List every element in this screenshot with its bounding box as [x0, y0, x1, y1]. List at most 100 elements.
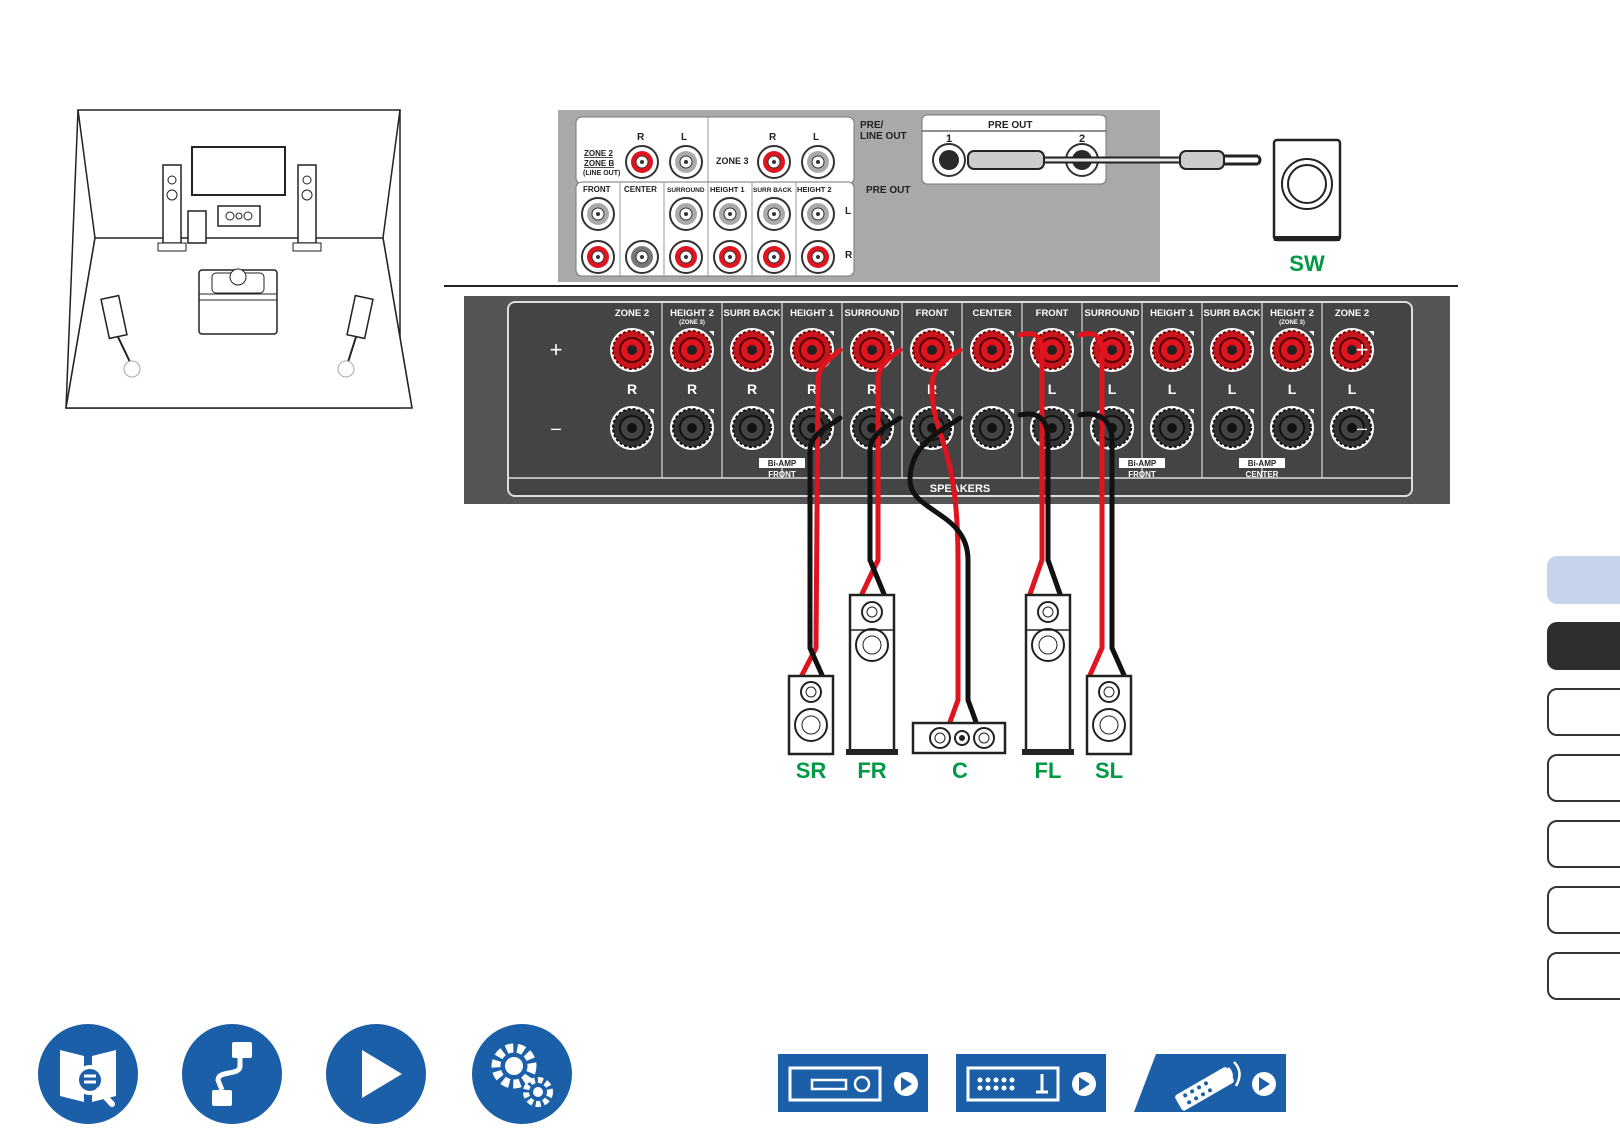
- label-sl: SL: [1095, 758, 1123, 783]
- svg-text:2: 2: [1079, 133, 1085, 145]
- settings-button[interactable]: [472, 1024, 572, 1124]
- svg-text:R: R: [867, 381, 877, 397]
- svg-text:Bi-AMP: Bi-AMP: [1248, 459, 1277, 468]
- rear-panel-button[interactable]: [956, 1054, 1106, 1112]
- side-tab-3[interactable]: [1547, 688, 1620, 736]
- svg-text:L: L: [1048, 381, 1057, 397]
- room-front-right-speaker: [292, 164, 322, 252]
- label-fl: FL: [1035, 758, 1062, 783]
- svg-text:L: L: [1168, 381, 1177, 397]
- svg-text:R: R: [747, 381, 757, 397]
- speaker-wires: [799, 331, 1127, 725]
- svg-text:L: L: [1348, 381, 1357, 397]
- manual-search-icon: [60, 1050, 116, 1107]
- room-sofa: [198, 268, 278, 335]
- terminal-column: SURROUND R: [845, 302, 903, 478]
- terminal-column-label: SURR BACK: [724, 308, 781, 319]
- svg-text:Bi-AMP: Bi-AMP: [768, 459, 797, 468]
- terminal-column-label: CENTER: [972, 308, 1011, 319]
- terminal-column-label: FRONT: [916, 308, 949, 319]
- center-speaker: [911, 721, 1007, 755]
- svg-text:PRE OUT: PRE OUT: [866, 185, 910, 196]
- label-sr: SR: [796, 758, 827, 783]
- settings-gears-icon: [491, 1043, 553, 1107]
- terminal-column: CENTER: [970, 302, 1023, 478]
- room-front-left-speaker: [157, 164, 187, 252]
- svg-text:L: L: [681, 132, 687, 143]
- terminal-column: HEIGHT 1 R: [790, 302, 843, 478]
- svg-text:(ZONE 3): (ZONE 3): [1279, 320, 1305, 326]
- svg-text:R: R: [769, 132, 777, 143]
- front-left-speaker: [1022, 593, 1074, 755]
- terminal-column-label: SURR BACK: [1204, 308, 1261, 319]
- cable-connection-icon: [212, 1042, 252, 1106]
- side-tab-6[interactable]: [1547, 886, 1620, 934]
- svg-text:ZONE 3: ZONE 3: [716, 156, 749, 166]
- connection-button[interactable]: [182, 1024, 282, 1124]
- subwoofer-speaker: [1272, 138, 1342, 242]
- label-fr: FR: [857, 758, 886, 783]
- rca-jack: [757, 240, 791, 274]
- room-layout-illustration: [65, 109, 413, 409]
- rca-jack: [713, 197, 747, 231]
- side-tab-5[interactable]: [1547, 820, 1620, 868]
- svg-text:ZONE B: ZONE B: [584, 159, 614, 168]
- rca-jack: [713, 240, 747, 274]
- side-tab-7[interactable]: [1547, 952, 1620, 1000]
- terminal-column-label: HEIGHT 1: [790, 308, 835, 319]
- svg-text:CENTER: CENTER: [1246, 470, 1279, 479]
- remote-control-icon: [1175, 1061, 1276, 1111]
- play-icon: [362, 1050, 402, 1098]
- svg-text:+: +: [1356, 337, 1369, 362]
- svg-text:(ZONE 3): (ZONE 3): [679, 320, 705, 326]
- svg-text:–: –: [1357, 418, 1367, 438]
- svg-text:HEIGHT 2: HEIGHT 2: [797, 185, 832, 194]
- rca-jack: [625, 145, 659, 179]
- room-center-speaker: [217, 205, 261, 227]
- biamp-front-left-label: Bi-AMP FRONT: [1119, 458, 1165, 479]
- terminal-column: ZONE 2R: [610, 302, 663, 478]
- terminal-column-label: SURROUND: [845, 308, 900, 319]
- rca-jack: [669, 145, 703, 179]
- manual-search-button[interactable]: [38, 1024, 138, 1124]
- surround-right-speaker: [787, 674, 835, 756]
- rca-jack: [757, 145, 791, 179]
- surround-left-speaker: [1085, 674, 1133, 756]
- svg-text:R: R: [637, 132, 645, 143]
- playback-button[interactable]: [326, 1024, 426, 1124]
- side-tab-4[interactable]: [1547, 754, 1620, 802]
- remote-control-button[interactable]: [1134, 1054, 1286, 1112]
- terminal-column-label: HEIGHT 2: [1270, 308, 1314, 319]
- rca-jack: [669, 197, 703, 231]
- front-panel-button[interactable]: [778, 1054, 928, 1112]
- terminal-column-label: FRONT: [1036, 308, 1069, 319]
- subwoofer-label: SW: [1289, 251, 1325, 276]
- side-tab-1[interactable]: [1547, 556, 1620, 604]
- svg-text:FRONT: FRONT: [1128, 470, 1156, 479]
- svg-text:L: L: [813, 132, 819, 143]
- rca-jack: [669, 240, 703, 274]
- svg-text:L: L: [845, 206, 851, 217]
- svg-text:L: L: [1288, 381, 1297, 397]
- svg-text:+: +: [550, 337, 563, 362]
- rear-panel-icon: [966, 1066, 1096, 1102]
- rca-jack: [581, 240, 615, 274]
- preout-panel: PRE/ LINE OUT ZONE 2 ZONE B (LINE OUT) Z…: [558, 110, 1160, 282]
- terminal-column: ZONE 2L: [1330, 308, 1374, 450]
- speaker-labels: SR FR C FL SL: [796, 758, 1123, 783]
- rca-jack: [625, 240, 659, 274]
- terminal-column: HEIGHT 2(ZONE 3) L: [1270, 302, 1323, 478]
- svg-text:HEIGHT 1: HEIGHT 1: [710, 185, 745, 194]
- svg-text:L: L: [1228, 381, 1237, 397]
- rca-jack: [757, 197, 791, 231]
- svg-text:LINE OUT: LINE OUT: [860, 131, 907, 142]
- biamp-front-right-label: Bi-AMP FRONT: [759, 458, 805, 479]
- svg-text:SURROUND: SURROUND: [667, 187, 705, 194]
- svg-text:R: R: [807, 381, 817, 397]
- svg-text:R: R: [627, 381, 637, 397]
- side-tab-2[interactable]: [1547, 622, 1620, 670]
- svg-text:R: R: [845, 250, 853, 261]
- svg-text:R: R: [687, 381, 697, 397]
- rca-jack: [801, 197, 835, 231]
